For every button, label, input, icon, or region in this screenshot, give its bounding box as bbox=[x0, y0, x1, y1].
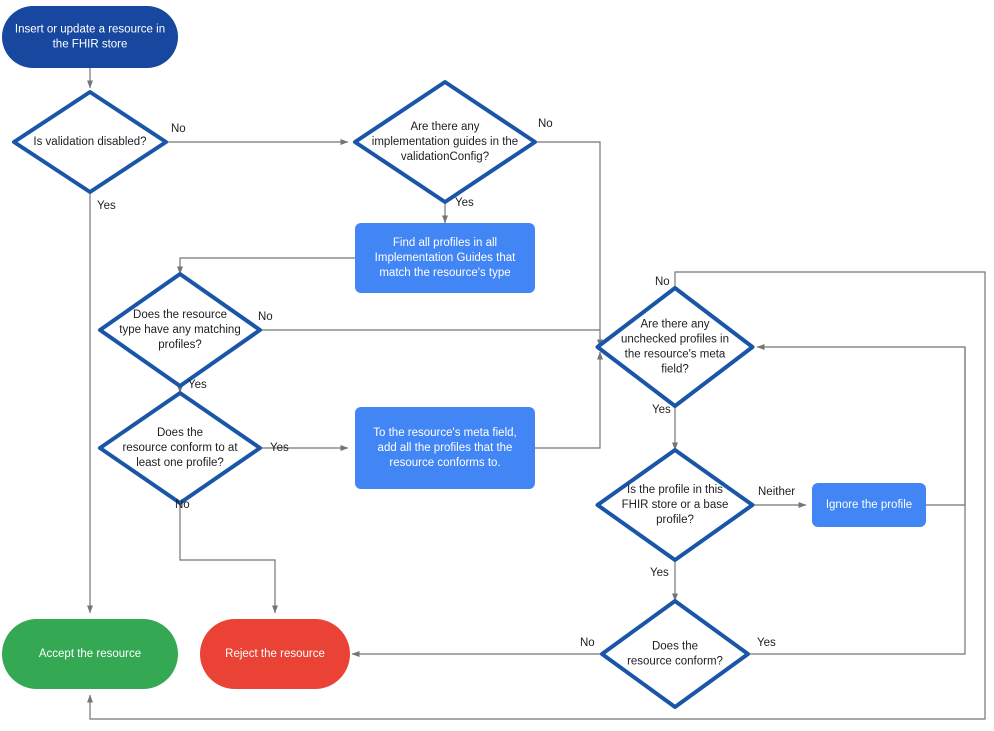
diamond-shape bbox=[600, 599, 750, 709]
rect-shape bbox=[355, 407, 535, 489]
edge-ignore-loop bbox=[756, 344, 966, 506]
node-add-profiles-meta[interactable]: To the resource's meta field,add all the… bbox=[355, 407, 535, 489]
edge-label-unchecked-yes: Yes bbox=[652, 404, 671, 416]
stadium-shape bbox=[2, 6, 178, 68]
node-label: Accept the resource bbox=[39, 648, 141, 660]
edge-label-conform-yes-loop: Yes bbox=[757, 637, 776, 649]
edges-layer bbox=[86, 68, 986, 720]
edge-label-location-yes: Yes bbox=[650, 567, 669, 579]
edge-label-ig-no: No bbox=[538, 118, 553, 130]
edge-conform-yes-loop bbox=[748, 347, 966, 655]
edge-label-ig-yes: Yes bbox=[455, 197, 474, 209]
node-accept[interactable]: Accept the resource bbox=[2, 619, 178, 689]
edge-ig-no bbox=[535, 141, 604, 348]
node-reject[interactable]: Reject the resource bbox=[200, 619, 350, 689]
rect-shape bbox=[812, 483, 926, 527]
edge-label-conform-yes: Yes bbox=[270, 442, 289, 454]
edge-label-matching-yes: Yes bbox=[188, 379, 207, 391]
diamond-shape bbox=[12, 90, 168, 194]
edge-label-validation-no: No bbox=[171, 123, 186, 135]
edge-find-to-matching bbox=[177, 257, 355, 275]
diamond-shape bbox=[595, 286, 755, 408]
diamond-shape bbox=[353, 80, 537, 204]
edge-label-unchecked-no: No bbox=[655, 276, 670, 288]
edge-conform-no bbox=[179, 503, 279, 614]
edge-label-conform-no-reject: No bbox=[580, 637, 595, 649]
diamond-shape bbox=[98, 272, 262, 388]
node-label: Is validation disabled? bbox=[33, 136, 146, 148]
stadium-shape bbox=[200, 619, 350, 689]
node-ignore-profile[interactable]: Ignore the profile bbox=[812, 483, 926, 527]
edge-label-conform-no: No bbox=[175, 499, 190, 511]
diamond-shape bbox=[98, 391, 262, 505]
diamond-shape bbox=[595, 448, 755, 562]
edge-label-matching-no: No bbox=[258, 311, 273, 323]
node-label: Ignore the profile bbox=[826, 499, 912, 511]
node-label: Reject the resource bbox=[225, 648, 325, 660]
edge-unchecked-no bbox=[86, 271, 986, 720]
stadium-shape bbox=[2, 619, 178, 689]
edge-meta-to-unchecked bbox=[535, 351, 603, 449]
edge-label-validation-yes: Yes bbox=[97, 200, 116, 212]
node-validation-disabled[interactable]: Is validation disabled? bbox=[12, 90, 168, 194]
edge-label-location-neither: Neither bbox=[758, 486, 795, 498]
rect-shape bbox=[355, 223, 535, 293]
node-label: To the resource's meta field,add all the… bbox=[373, 427, 516, 469]
